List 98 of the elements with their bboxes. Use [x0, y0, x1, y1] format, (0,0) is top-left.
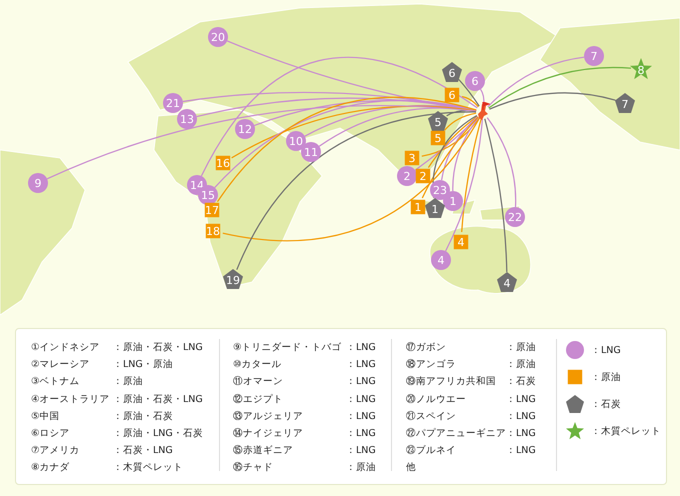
square-marker: 17 — [204, 202, 220, 218]
circle-marker: 12 — [235, 119, 255, 139]
circle-marker: 13 — [177, 109, 197, 129]
product-list: ：LNG — [346, 358, 376, 372]
country-name: ⑰ガボン — [406, 341, 446, 354]
product-list: ：LNG — [346, 375, 376, 388]
route-line — [422, 117, 480, 157]
product-list: ：LNG — [346, 427, 376, 440]
product-list: ：木質ペレット — [113, 461, 183, 474]
legend-label: ：原油 — [591, 371, 621, 384]
country-name: ⑫エジプト — [233, 392, 283, 406]
route-line — [458, 79, 480, 106]
route-line — [445, 118, 483, 252]
country-name: ⑮赤道ギニア — [233, 444, 293, 458]
route-line — [444, 112, 476, 131]
country-name: ③ベトナム — [31, 375, 80, 388]
pentagon-marker: 4 — [497, 272, 517, 292]
circle-marker: 6 — [465, 71, 485, 91]
country-name: ⑳ノルウエー — [406, 392, 466, 406]
product-list: ：原油・LNG・石炭 — [113, 427, 203, 440]
product-list: ：LNG — [506, 444, 536, 458]
pentagon-marker: 1 — [425, 198, 445, 218]
product-list: ：LNG・原油 — [113, 358, 173, 372]
product-list: ：LNG — [506, 427, 536, 440]
route-line — [432, 115, 478, 198]
circle-marker: 22 — [505, 207, 525, 227]
country-name: ②マレーシア — [31, 358, 90, 372]
japan-flag-drawing — [476, 102, 490, 122]
country-name: ④オーストラリア — [31, 392, 110, 406]
country-name: ①インドネシア — [31, 341, 100, 354]
route-line — [488, 66, 632, 108]
product-list: ：原油・石炭・LNG — [113, 392, 203, 406]
route-line — [231, 106, 476, 158]
country-name: ㉒パプアニューギニア — [406, 427, 506, 440]
product-list: ：LNG — [346, 341, 376, 354]
product-list: ：LNG — [346, 444, 376, 458]
legend-label: ：石炭 — [591, 398, 621, 411]
pentagon-marker: 6 — [442, 62, 462, 82]
product-list: ：原油 — [506, 341, 536, 354]
square-marker: 1 — [410, 199, 426, 215]
legend-label: ：LNG — [591, 344, 621, 357]
route-line — [452, 117, 480, 191]
country-name: ㉑スペイン — [406, 410, 456, 423]
route-line — [486, 117, 516, 208]
pentagon-marker: 7 — [615, 93, 635, 113]
circle-marker: 2 — [397, 166, 417, 186]
circle-marker: 10 — [286, 131, 306, 151]
circle-marker: 21 — [163, 93, 183, 113]
route-line — [462, 96, 479, 108]
square-marker: 18 — [205, 223, 221, 239]
product-list: ：原油 — [113, 375, 143, 388]
country-name: ⑤中国 — [31, 410, 60, 423]
product-list: ：原油 — [506, 358, 536, 372]
route-line — [461, 118, 482, 232]
product-list: ：原油・石炭・LNG — [113, 341, 203, 354]
country-name: ⑦アメリカ — [31, 444, 80, 458]
product-list: ：LNG — [506, 392, 536, 406]
circle-marker: 9 — [28, 173, 48, 193]
country-name: ㉓ブルネイ — [406, 444, 456, 458]
route-line — [484, 118, 508, 272]
country-name: ⑥ロシア — [31, 427, 70, 440]
country-name: ⑩カタール — [233, 358, 282, 372]
product-list: ：石炭 — [506, 375, 536, 388]
route-line — [214, 100, 476, 188]
circle-marker: 4 — [431, 250, 451, 270]
route-line — [222, 118, 480, 242]
route-line — [200, 56, 478, 176]
product-list: ：石炭・LNG — [113, 444, 173, 458]
product-list: ：LNG — [506, 410, 536, 423]
route-line — [422, 116, 479, 198]
country-name: ⑯チャド — [233, 461, 273, 474]
circle-marker: 20 — [208, 27, 228, 47]
product-list: ：LNG — [346, 392, 376, 406]
route-line — [441, 116, 478, 180]
country-name: 他 — [406, 461, 416, 474]
circle-marker: 11 — [301, 142, 321, 162]
route-line — [236, 111, 476, 270]
star-marker: 8 — [630, 58, 652, 80]
route-line — [487, 56, 584, 108]
route-line — [489, 92, 616, 110]
country-name: ⑪オマーン — [233, 375, 283, 388]
country-name: ⑬アルジェリア — [233, 410, 303, 423]
legend-label: ：木質ペレット — [591, 425, 661, 438]
circle-marker: 7 — [584, 46, 604, 66]
product-list: ：原油・石炭 — [113, 410, 173, 423]
pentagon-marker: 5 — [428, 111, 448, 131]
product-list: ：LNG — [346, 410, 376, 423]
route-line — [428, 116, 478, 168]
country-name: ⑱アンゴラ — [406, 358, 456, 372]
country-name: ⑭ナイジェリア — [233, 427, 303, 440]
route-line — [46, 105, 476, 180]
country-name: ⑲南アフリカ共和国 — [406, 375, 496, 388]
product-list: ：原油 — [346, 461, 376, 474]
pentagon-marker: 19 — [223, 269, 243, 289]
country-name: ⑨トリニダード・トバゴ — [233, 341, 342, 354]
route-line — [254, 100, 476, 126]
country-name: ⑧カナダ — [31, 461, 70, 474]
route-line — [217, 96, 476, 202]
